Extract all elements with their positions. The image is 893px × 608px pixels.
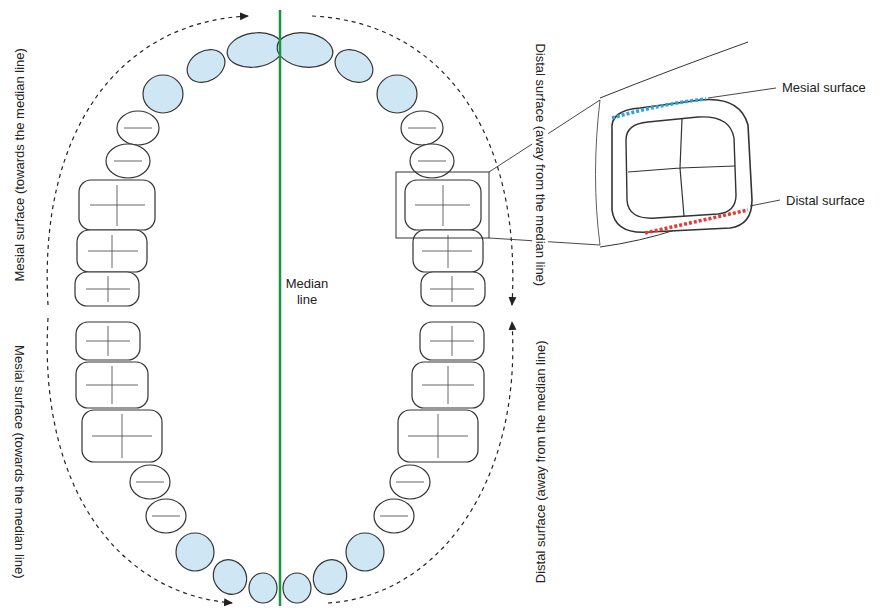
canine	[346, 533, 384, 571]
incisor	[307, 553, 354, 601]
incisor	[225, 29, 285, 70]
leader-line	[750, 200, 780, 206]
direction-label: Mesial surface (towards the median line)	[12, 343, 28, 580]
incisor	[275, 29, 335, 70]
canine	[143, 75, 183, 113]
direction-label: Mesial surface (towards the median line)	[12, 46, 28, 283]
surface-label: Distal surface	[784, 193, 867, 209]
leader-line	[708, 88, 776, 98]
direction-label: Distal surface (away from the median lin…	[532, 42, 548, 289]
zoomed-tooth	[596, 42, 753, 247]
neighbour-contour	[600, 42, 748, 98]
direction-label: Distal surface (away from the median lin…	[532, 339, 548, 586]
distal-arc	[312, 16, 513, 305]
mesial-highlight	[612, 99, 706, 118]
direction-arcs	[47, 16, 513, 603]
tooth-grooves	[628, 119, 735, 216]
incisor	[249, 573, 277, 603]
distal-arc	[328, 322, 513, 603]
canine	[377, 75, 417, 113]
mesial-arc	[47, 318, 232, 603]
median-label: Median line	[282, 276, 332, 307]
tooth-outline	[612, 100, 752, 233]
median-line	[279, 10, 282, 606]
surface-label: Mesial surface	[780, 80, 868, 96]
canine	[176, 533, 214, 571]
incisor	[181, 43, 231, 89]
tooth-cusps	[626, 117, 736, 218]
zoom-edge	[596, 100, 601, 245]
incisor	[329, 43, 379, 89]
distal-highlight	[645, 210, 748, 233]
incisor	[283, 573, 311, 603]
focus-box	[396, 172, 489, 238]
incisor	[207, 553, 254, 601]
mesial-arc	[47, 16, 248, 305]
